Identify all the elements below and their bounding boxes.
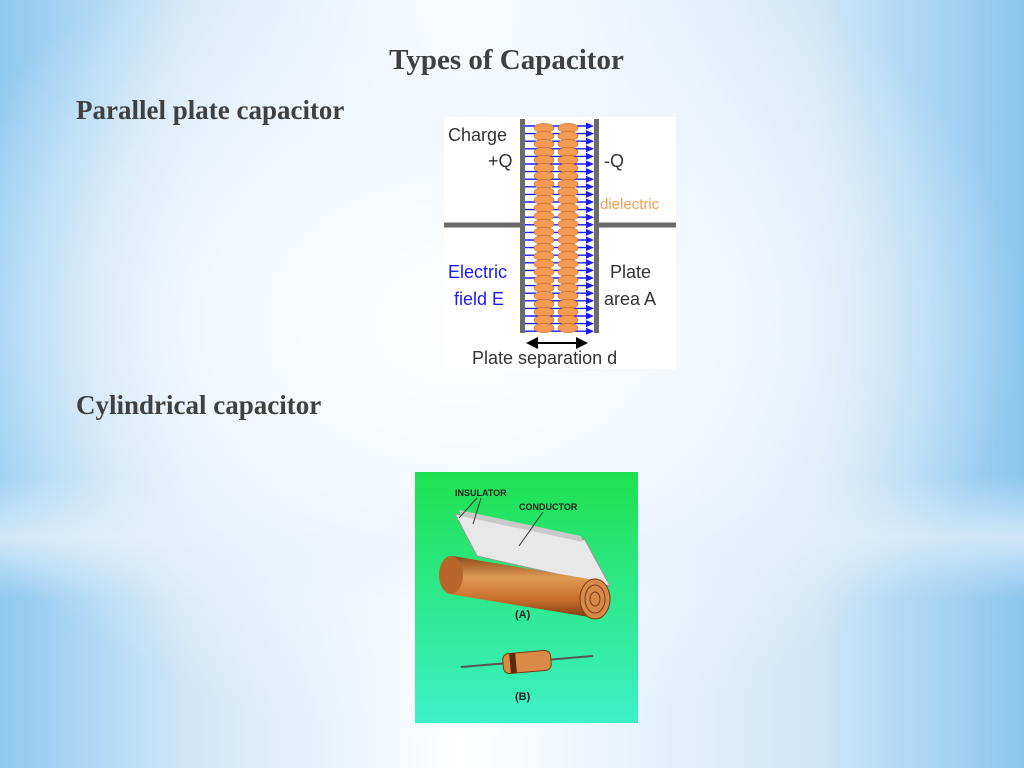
cylindrical-heading: Cylindrical capacitor <box>76 390 322 420</box>
dielectric-molecules <box>533 123 579 333</box>
field-arrowhead <box>586 183 594 191</box>
field-arrowhead <box>586 282 594 290</box>
capacitor-band <box>509 652 517 674</box>
dielectric-label: dielectric <box>600 196 660 213</box>
field-arrowhead <box>586 221 594 229</box>
field-arrowhead <box>586 168 594 176</box>
negative-plate <box>594 119 599 333</box>
cylindrical-svg: INSULATOR CONDUCTOR (A) (B) <box>415 472 638 723</box>
field-arrowhead <box>586 190 594 198</box>
field-arrowhead <box>586 198 594 206</box>
roll-ring-2 <box>589 591 601 607</box>
field-arrowhead <box>586 145 594 153</box>
electric-field-lines <box>525 122 594 335</box>
field-arrowhead <box>586 160 594 168</box>
insulator-leader-1 <box>458 497 478 519</box>
field-arrowhead <box>586 175 594 183</box>
parallel-plate-heading: Parallel plate capacitor <box>76 95 345 125</box>
roll-left-end <box>439 556 463 594</box>
field-arrowhead <box>586 266 594 274</box>
field-e-label: field E <box>454 289 504 309</box>
cylindrical-diagram: INSULATOR CONDUCTOR (A) (B) <box>415 472 638 723</box>
label-b: (B) <box>515 691 531 703</box>
area-a-label: area A <box>604 289 656 309</box>
field-arrowhead <box>586 297 594 305</box>
field-arrowhead <box>586 312 594 320</box>
field-arrowhead <box>586 289 594 297</box>
conductor-label: CONDUCTOR <box>519 502 578 512</box>
field-arrowhead <box>586 213 594 221</box>
minus-q-label: -Q <box>604 151 624 171</box>
conductor-sheet <box>459 510 583 542</box>
field-arrowhead <box>586 259 594 267</box>
insulator-label: INSULATOR <box>455 488 507 498</box>
plus-q-label: +Q <box>488 151 513 171</box>
field-arrowhead <box>586 130 594 138</box>
field-arrowhead <box>586 206 594 214</box>
field-arrowhead <box>586 304 594 312</box>
positive-plate <box>520 119 525 333</box>
field-arrowhead <box>586 152 594 160</box>
label-a: (A) <box>515 609 531 621</box>
field-arrowhead <box>586 236 594 244</box>
field-arrowhead <box>586 137 594 145</box>
roll-body <box>449 556 595 618</box>
field-arrowhead <box>586 122 594 130</box>
dielectric-molecule <box>557 323 579 333</box>
parallel-plate-svg: Charge +Q -Q dielectric Electric field E… <box>444 119 676 368</box>
separation-label: Plate separation d <box>472 348 617 368</box>
field-arrowhead <box>586 320 594 328</box>
field-arrowhead <box>586 251 594 259</box>
field-arrowhead <box>586 327 594 335</box>
conductor-leader <box>518 511 544 547</box>
slide-title: Types of Capacitor <box>389 44 624 76</box>
plate-label: Plate <box>610 262 651 282</box>
field-arrowhead <box>586 274 594 282</box>
electric-label: Electric <box>448 262 507 282</box>
dielectric-molecule <box>533 323 555 333</box>
field-arrowhead <box>586 244 594 252</box>
parallel-plate-diagram: Charge +Q -Q dielectric Electric field E… <box>444 117 676 369</box>
insulator-leader-2 <box>472 497 482 525</box>
field-arrowhead <box>586 228 594 236</box>
charge-label: Charge <box>448 125 507 145</box>
roll-ring-1 <box>584 584 606 614</box>
